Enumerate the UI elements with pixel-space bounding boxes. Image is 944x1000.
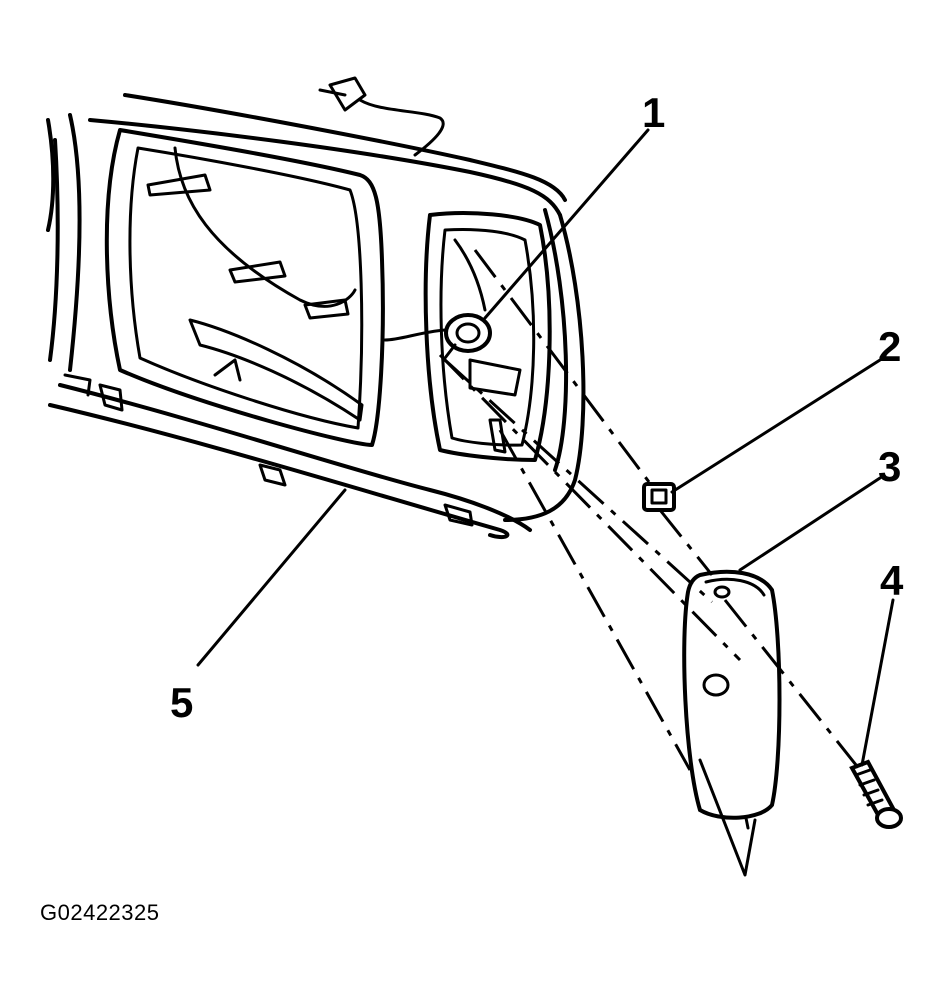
callout-5: 5: [170, 679, 194, 726]
clip-nut: [642, 482, 676, 512]
callout-1: 1: [642, 89, 666, 136]
screw: [849, 759, 903, 829]
leader-lines: [196, 128, 895, 877]
marker-lamp: [682, 569, 782, 830]
callout-2: 2: [878, 323, 902, 370]
callout-3: 3: [878, 443, 902, 490]
assembly-lines: [438, 249, 862, 771]
bulb-socket: [383, 313, 492, 360]
callout-4: 4: [880, 557, 904, 604]
figure-id: G02422325: [40, 900, 160, 925]
grille-housing: [46, 76, 586, 540]
